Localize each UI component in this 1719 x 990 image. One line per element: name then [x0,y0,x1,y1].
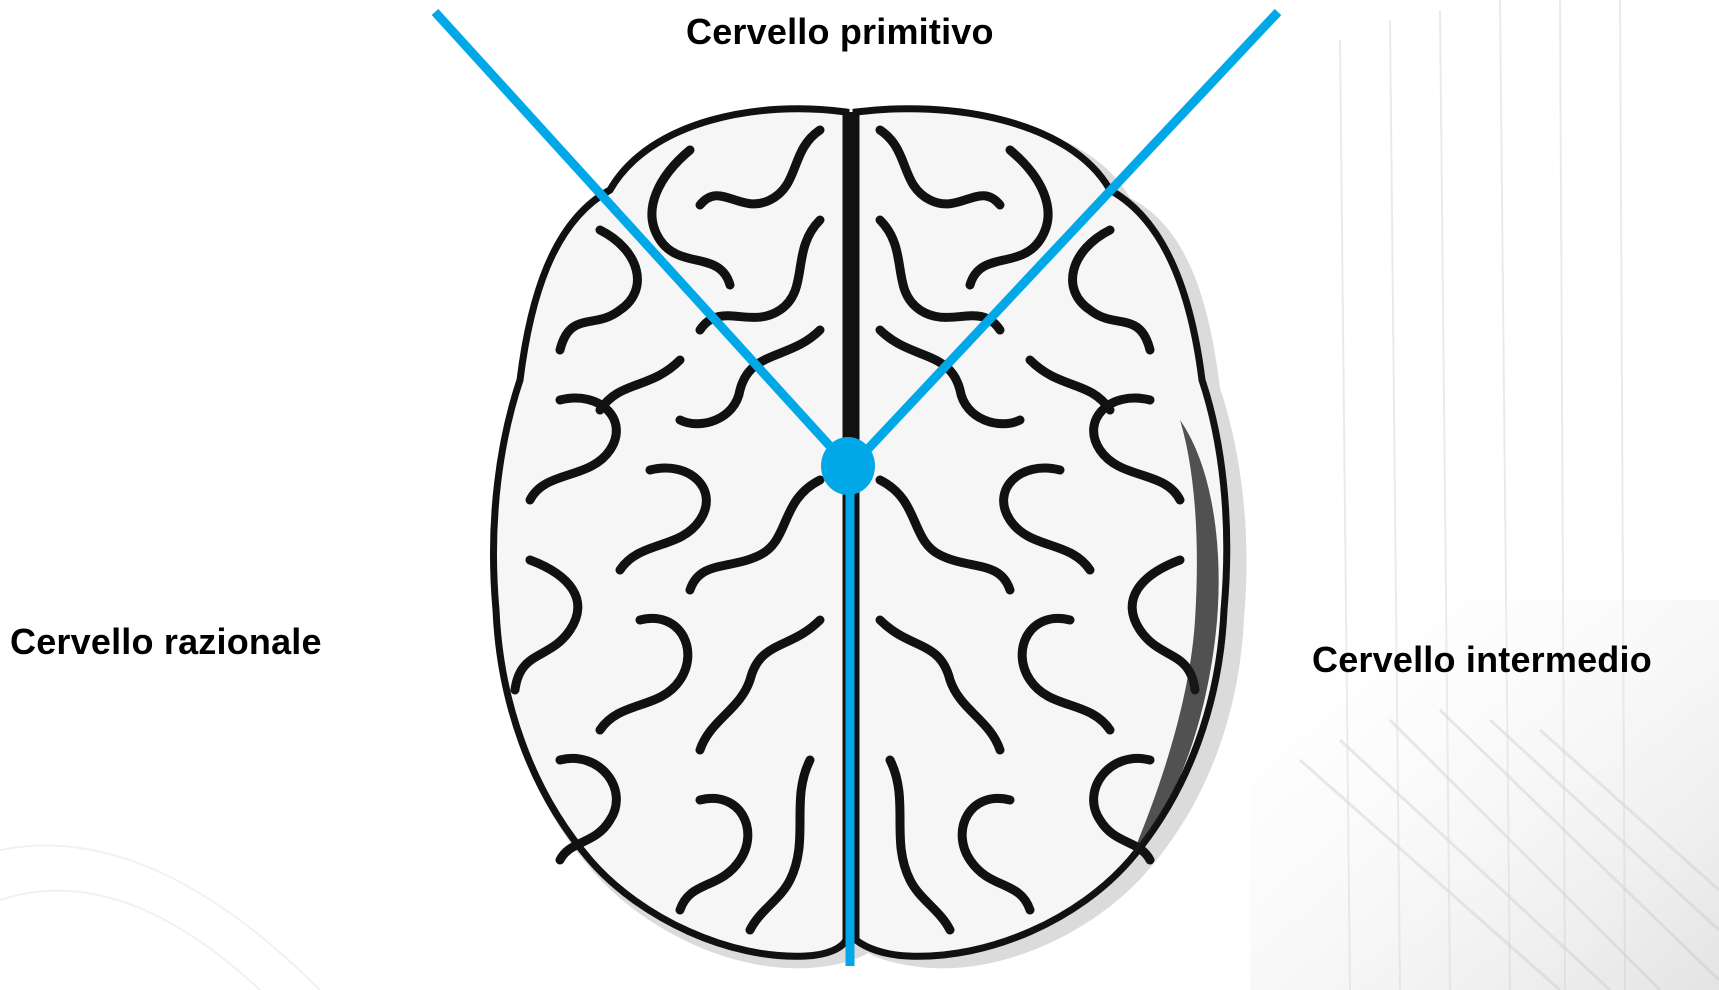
label-cervello-primitivo: Cervello primitivo [686,14,994,50]
label-cervello-razionale: Cervello razionale [10,624,322,660]
center-node [821,437,875,495]
left-hemisphere [493,109,846,957]
brain-icon [493,109,1226,957]
label-cervello-intermedio: Cervello intermedio [1312,642,1652,678]
